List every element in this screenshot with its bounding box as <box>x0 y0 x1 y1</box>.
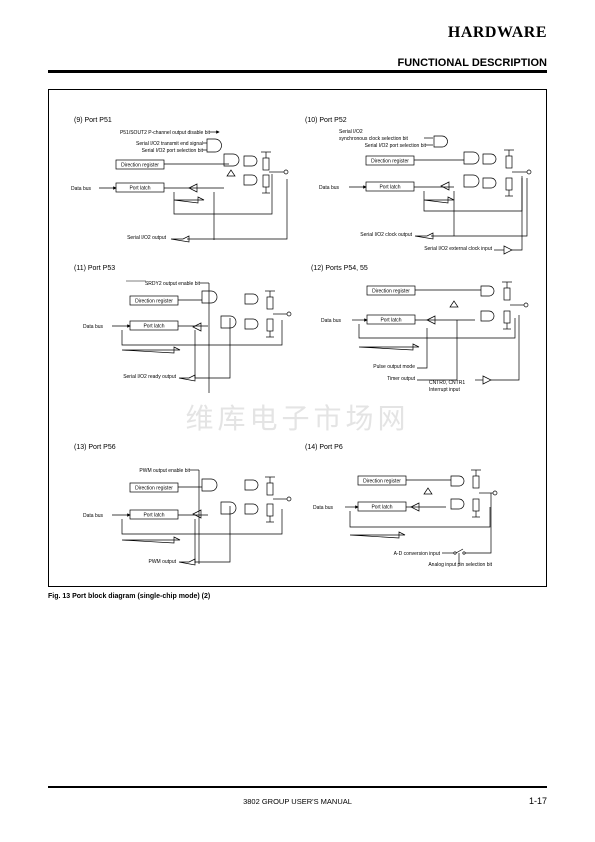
watermark: 维库电子市场网 <box>185 402 410 435</box>
diagram-label: SRDY2 output enable bit <box>145 281 201 287</box>
diagram-label: Serial I/O2 <box>339 129 363 135</box>
diagram-label: Analog input pin selection bit <box>428 562 492 568</box>
svg-text:Port latch: Port latch <box>143 513 164 519</box>
panel-ports-p54-p55: (12) Ports P54, 55 Data bus Pulse output… <box>311 265 529 393</box>
svg-text:Direction register: Direction register <box>121 163 159 169</box>
panel-port-p56: (13) Port P56 PWM output enable bit Data… <box>74 444 292 566</box>
panel-port-p51: (9) Port P51 P51/SOUT2 P-channel output … <box>71 117 289 243</box>
page-number: 1-17 <box>528 796 547 806</box>
diagram-label: Serial I/O2 port selection bit <box>365 143 427 149</box>
diagram-label: Data bus <box>83 324 104 330</box>
svg-text:Direction register: Direction register <box>371 159 409 165</box>
diagram-label: Data bus <box>321 318 342 324</box>
diagram-label: Serial I/O2 external clock input <box>424 246 492 252</box>
panel-title: (9) Port P51 <box>74 117 112 124</box>
diagram-label: Serial I/O2 port selection bit <box>142 148 204 154</box>
svg-text:Port latch: Port latch <box>129 186 150 192</box>
header-rule <box>48 70 547 73</box>
panel-title: (10) Port P52 <box>305 117 347 124</box>
diagram-label: Serial I/O2 ready output <box>123 374 176 380</box>
footer-rule <box>48 786 547 788</box>
svg-text:Direction register: Direction register <box>135 299 173 305</box>
panel-port-p6: (14) Port P6 Data bus A-D conversion inp… <box>305 444 498 568</box>
diagram-label: Pulse output mode <box>373 364 415 370</box>
manual-title: 3802 GROUP USER'S MANUAL <box>243 797 352 806</box>
section-subtitle: FUNCTIONAL DESCRIPTION <box>397 57 547 69</box>
diagram-label: Data bus <box>319 185 340 191</box>
figure-frame: (9) Port P51 P51/SOUT2 P-channel output … <box>48 89 547 587</box>
diagram-label: PWM output enable bit <box>139 468 190 474</box>
direction-register-box <box>129 295 179 306</box>
port-block-diagram: (9) Port P51 P51/SOUT2 P-channel output … <box>71 117 532 568</box>
panel-port-p53: (11) Port P53 SRDY2 output enable bit Da… <box>74 265 292 393</box>
diagram-label: A-D conversion input <box>394 551 441 557</box>
diagram-label: Data bus <box>83 513 104 519</box>
svg-text:Direction register: Direction register <box>135 486 173 492</box>
diagram-label: Timer output <box>387 376 415 382</box>
diagram-label: Interrupt input <box>429 387 460 393</box>
diagram-label: Data bus <box>71 186 92 192</box>
panel-title: (12) Ports P54, 55 <box>311 265 368 272</box>
direction-register-box <box>365 155 415 166</box>
diagram-label: P51/SOUT2 P-channel output disable bit <box>120 130 211 136</box>
panel-title: (13) Port P56 <box>74 444 116 451</box>
direction-register-box <box>115 159 165 170</box>
svg-text:Port latch: Port latch <box>380 318 401 324</box>
svg-text:Direction register: Direction register <box>372 289 410 295</box>
svg-text:Direction register: Direction register <box>363 479 401 485</box>
diagram-label: CNTR0, CNTR1 <box>429 380 465 386</box>
diagram-label: Serial I/O2 transmit end signal <box>136 141 203 147</box>
svg-text:Port latch: Port latch <box>143 324 164 330</box>
svg-text:Port latch: Port latch <box>379 185 400 191</box>
svg-text:Port latch: Port latch <box>371 505 392 511</box>
diagram-label: Serial I/O2 clock output <box>360 232 412 238</box>
panel-title: (11) Port P53 <box>74 265 115 272</box>
panel-port-p52: (10) Port P52 Serial I/O2 synchronous cl… <box>305 117 532 255</box>
figure-caption: Fig. 13 Port block diagram (single-chip … <box>48 593 211 600</box>
diagram-label: PWM output <box>148 559 176 565</box>
diagram-label: Data bus <box>313 505 334 511</box>
panel-title: (14) Port P6 <box>305 444 343 451</box>
direction-register-box <box>357 475 407 486</box>
direction-register-box <box>129 482 179 493</box>
direction-register-box <box>366 285 416 296</box>
diagram-label: Serial I/O2 output <box>127 235 167 241</box>
diagram-label: synchronous clock selection bit <box>339 136 409 142</box>
section-title: HARDWARE <box>447 24 547 41</box>
